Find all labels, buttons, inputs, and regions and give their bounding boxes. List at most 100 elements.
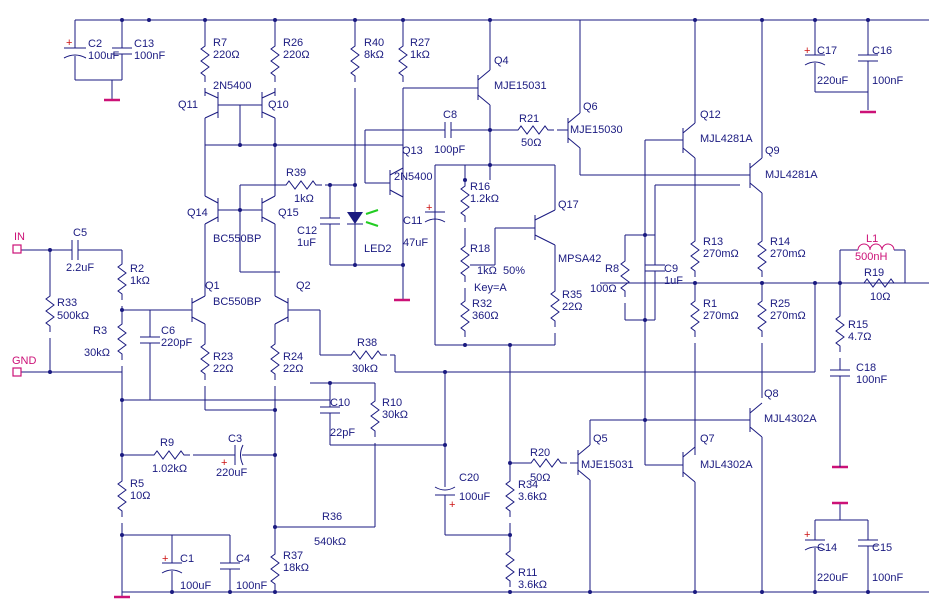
- label-q10: Q10: [268, 99, 289, 111]
- label-q6: Q6: [583, 101, 598, 113]
- label-r39: R39: [286, 167, 306, 179]
- label-r20: R20: [530, 447, 550, 459]
- label-c4-value: 100nF: [236, 580, 267, 592]
- label-r15-value: 4.7Ω: [848, 331, 872, 343]
- label-r34: R34: [518, 479, 538, 491]
- label-r18-position: 50%: [503, 265, 525, 277]
- svg-text:+: +: [66, 37, 72, 49]
- label-q7-type: MJL4302A: [700, 459, 753, 471]
- label-c15-value: 100nF: [872, 572, 903, 584]
- input-port: [12, 244, 22, 254]
- label-led2: LED2: [364, 243, 392, 255]
- label-r11: R11: [518, 567, 537, 579]
- label-c5: C5: [73, 227, 87, 239]
- label-c11: C11: [403, 215, 422, 227]
- label-r33-value: 500kΩ: [57, 310, 89, 322]
- svg-text:+: +: [426, 202, 432, 214]
- label-c4: C4: [236, 553, 250, 565]
- label-r14-value: 270mΩ: [770, 248, 806, 260]
- label-c1-value: 100uF: [180, 580, 211, 592]
- r40-r27-q4: [350, 20, 491, 302]
- label-r3-value: 30kΩ: [84, 347, 110, 359]
- label-c5-value: 2.2uF: [66, 262, 94, 274]
- upper-output-q12-q9: [600, 20, 929, 465]
- label-r18-key: Key=A: [474, 282, 507, 294]
- label-r2-value: 1kΩ: [130, 275, 150, 287]
- label-c20-value: 100uF: [459, 491, 490, 503]
- decoupling-c14-c15: +: [804, 501, 878, 592]
- label-q5: Q5: [593, 433, 608, 445]
- component-labels: C2 100uF C13 100nF R7 220Ω R26 220Ω R40 …: [57, 37, 903, 592]
- label-r9-value: 1.02kΩ: [152, 463, 187, 475]
- label-r37-value: 18kΩ: [283, 562, 309, 574]
- svg-text:+: +: [449, 499, 455, 511]
- label-q14-q15-type: BC550BP: [213, 233, 261, 245]
- label-c13: C13: [134, 38, 154, 50]
- label-q8: Q8: [764, 388, 779, 400]
- r8-c9: [620, 233, 665, 322]
- label-r26: R26: [283, 37, 303, 49]
- label-r18-value: 1kΩ: [477, 265, 497, 277]
- q14-q15-cascode: [204, 145, 280, 290]
- label-q11: Q11: [178, 99, 198, 111]
- label-c8: C8: [443, 109, 457, 121]
- label-r8: R8: [605, 263, 619, 275]
- r37: [270, 547, 280, 591]
- label-r33: R33: [57, 297, 77, 309]
- label-r36: R36: [322, 511, 342, 523]
- label-q9-type: MJL4281A: [765, 169, 818, 181]
- label-c3-value: 220uF: [216, 467, 247, 479]
- label-c16: C16: [872, 45, 892, 57]
- label-r10-value: 30kΩ: [382, 409, 408, 421]
- label-r8-value: 100Ω: [590, 283, 617, 295]
- label-c18-value: 100nF: [856, 374, 887, 386]
- label-q12-type: MJL4281A: [700, 133, 753, 145]
- label-c16-value: 100nF: [872, 75, 903, 87]
- label-r23-value: 22Ω: [213, 363, 233, 375]
- label-q5-type: MJE15031: [581, 459, 634, 471]
- label-r20-value: 50Ω: [530, 472, 550, 484]
- label-r25-value: 270mΩ: [770, 310, 806, 322]
- svg-text:+: +: [804, 45, 810, 57]
- label-c6-value: 220pF: [161, 337, 192, 349]
- label-c12-value: 1uF: [297, 237, 316, 249]
- label-r14: R14: [770, 236, 790, 248]
- label-c9: C9: [664, 263, 678, 275]
- label-c10-value: 22pF: [330, 427, 355, 439]
- label-q8-type: MJL4302A: [764, 413, 817, 425]
- label-c6: C6: [161, 325, 175, 337]
- label-r26-value: 220Ω: [283, 49, 310, 61]
- label-c14-value: 220uF: [817, 572, 848, 584]
- label-r15: R15: [848, 319, 868, 331]
- label-r24-value: 22Ω: [283, 363, 303, 375]
- label-q13: Q13: [402, 145, 423, 157]
- label-q17: Q17: [558, 199, 579, 211]
- label-r9: R9: [160, 437, 174, 449]
- label-q1-type: BC550BP: [213, 296, 261, 308]
- r9-c3-r5: +: [114, 444, 277, 599]
- ground-port: [12, 367, 22, 377]
- label-r27: R27: [410, 37, 430, 49]
- feedback-c10-r10: +: [273, 370, 510, 536]
- svg-text:+: +: [804, 529, 810, 541]
- label-r25: R25: [770, 298, 790, 310]
- c8-r21-q6: [364, 20, 740, 183]
- positive-rail: [75, 18, 929, 22]
- lower-output: [505, 345, 763, 593]
- label-c10: C10: [330, 397, 350, 409]
- label-r23: R23: [213, 351, 233, 363]
- label-c12: C12: [297, 225, 317, 237]
- label-q6-type: MJE15030: [570, 124, 623, 136]
- label-r32: R32: [472, 298, 492, 310]
- decoupling-c1-c4: +: [161, 535, 240, 592]
- label-r13-value: 270mΩ: [703, 248, 739, 260]
- label-c15: C15: [872, 542, 892, 554]
- label-r36-value: 540kΩ: [314, 536, 346, 548]
- label-r39-value: 1kΩ: [294, 193, 314, 205]
- label-c3: C3: [228, 433, 242, 445]
- label-r5-value: 10Ω: [130, 490, 150, 502]
- label-r10: R10: [382, 397, 402, 409]
- vbe-multiplier: +: [424, 163, 560, 347]
- label-r1: R1: [703, 298, 717, 310]
